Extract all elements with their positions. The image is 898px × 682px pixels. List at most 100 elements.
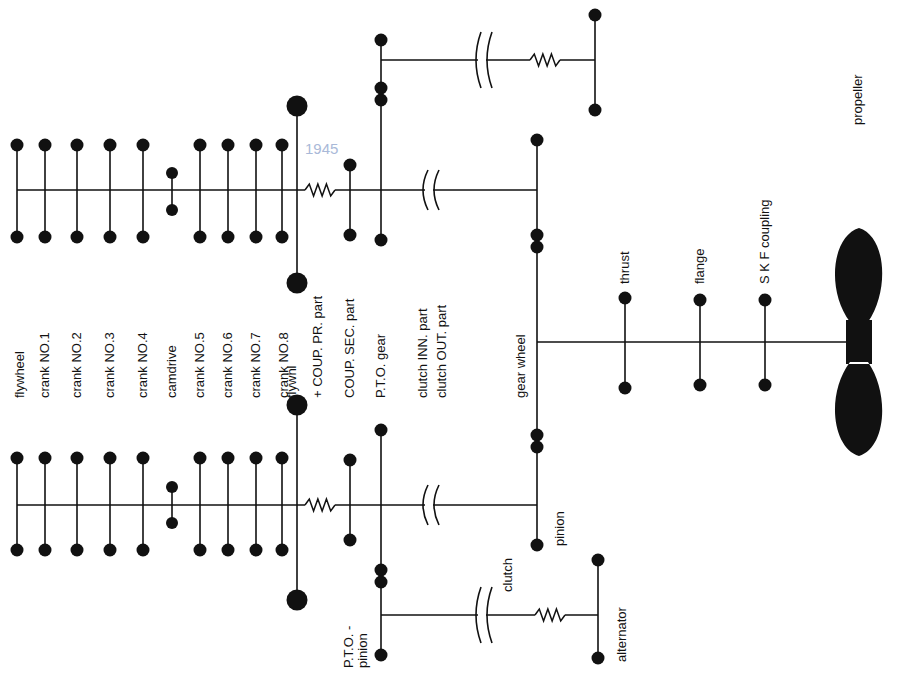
inertia-dot — [375, 424, 388, 437]
inertia-bar — [16, 145, 18, 237]
inertia-dot — [589, 9, 602, 22]
inertia-dot — [39, 452, 52, 465]
inertia-bar — [142, 145, 144, 237]
inertia-dot — [137, 544, 150, 557]
inertia-dot — [194, 452, 207, 465]
inertia-bar — [281, 458, 283, 550]
inertia-bar — [380, 40, 382, 88]
spring-symbol — [530, 54, 560, 66]
inertia-bar — [44, 458, 46, 550]
shaft-line — [335, 189, 425, 191]
inertia-bar — [536, 140, 538, 235]
shaft-line — [537, 341, 852, 343]
inertia-bar — [349, 460, 351, 540]
inertia-dot — [375, 564, 388, 577]
shaft-line — [17, 504, 305, 506]
inertia-dot — [71, 231, 84, 244]
part-label: crank NO.1 — [38, 332, 52, 398]
inertia-dot — [137, 231, 150, 244]
inertia-dot — [287, 96, 308, 117]
inertia-dot — [137, 139, 150, 152]
inertia-dot — [375, 34, 388, 47]
inertia-dot — [39, 139, 52, 152]
inertia-bar — [624, 298, 626, 388]
inertia-dot — [287, 273, 308, 294]
shaft-line — [17, 189, 305, 191]
inertia-bar — [16, 458, 18, 550]
inertia-bar — [255, 458, 257, 550]
inertia-dot — [531, 429, 544, 442]
inertia-dot — [250, 231, 263, 244]
inertia-dot — [287, 590, 308, 611]
clutch-symbol — [423, 485, 428, 525]
inertia-bar — [142, 458, 144, 550]
inertia-dot — [619, 382, 632, 395]
inertia-dot — [104, 544, 117, 557]
inertia-dot — [11, 139, 24, 152]
shaft-line — [381, 59, 478, 61]
part-label: P.T.O. gear — [374, 334, 388, 398]
inertia-bar — [536, 447, 538, 545]
inertia-dot — [589, 104, 602, 117]
part-label: pinion — [553, 511, 567, 546]
shaft-line — [560, 59, 595, 61]
inertia-dot — [759, 379, 772, 392]
inertia-dot — [104, 231, 117, 244]
inertia-dot — [11, 544, 24, 557]
inertia-dot — [276, 231, 289, 244]
part-label: clutch OUT. part — [435, 305, 449, 398]
inertia-bar — [597, 560, 599, 658]
part-label: crank NO.7 — [249, 332, 263, 398]
inertia-dot — [39, 231, 52, 244]
inertia-dot — [619, 292, 632, 305]
inertia-dot — [250, 139, 263, 152]
inertia-dot — [194, 139, 207, 152]
spring-symbol — [305, 499, 335, 511]
inertia-dot — [166, 167, 178, 179]
inertia-dot — [375, 234, 388, 247]
inertia-dot — [694, 294, 707, 307]
inertia-dot — [344, 229, 357, 242]
clutch-symbol — [476, 32, 481, 88]
inertia-dot — [104, 452, 117, 465]
inertia-dot — [344, 159, 357, 172]
inertia-dot — [375, 576, 388, 589]
inertia-dot — [375, 649, 388, 662]
shaft-line — [433, 189, 537, 191]
inertia-bar — [380, 100, 382, 240]
inertia-dot — [531, 441, 544, 454]
part-label: gear wheel — [514, 334, 528, 398]
inertia-bar — [227, 458, 229, 550]
inertia-bar — [699, 300, 701, 385]
inertia-bar — [109, 145, 111, 237]
inertia-dot — [222, 231, 235, 244]
inertia-dot — [250, 544, 263, 557]
inertia-bar — [44, 145, 46, 237]
part-label: + COUP. PR. part — [311, 296, 325, 398]
part-label: clutch — [501, 558, 515, 592]
inertia-dot — [344, 454, 357, 467]
inertia-dot — [166, 204, 178, 216]
inertia-dot — [276, 139, 289, 152]
inertia-dot — [222, 139, 235, 152]
inertia-bar — [380, 582, 382, 655]
inertia-dot — [375, 82, 388, 95]
part-label: clutch INN. part — [416, 308, 430, 398]
inertia-dot — [137, 452, 150, 465]
propeller-figure — [835, 228, 882, 456]
inertia-dot — [531, 229, 544, 242]
inertia-dot — [194, 544, 207, 557]
part-label: COUP. SEC. part — [343, 299, 357, 398]
inertia-dot — [71, 544, 84, 557]
inertia-bar — [296, 405, 298, 600]
inertia-dot — [375, 94, 388, 107]
inertia-dot — [166, 481, 178, 493]
inertia-dot — [71, 139, 84, 152]
inertia-dot — [531, 241, 544, 254]
shaft-line — [486, 59, 530, 61]
part-label: crank NO.3 — [103, 332, 117, 398]
inertia-dot — [104, 139, 117, 152]
part-label: flange — [693, 249, 707, 284]
part-label: alternator — [615, 607, 629, 662]
